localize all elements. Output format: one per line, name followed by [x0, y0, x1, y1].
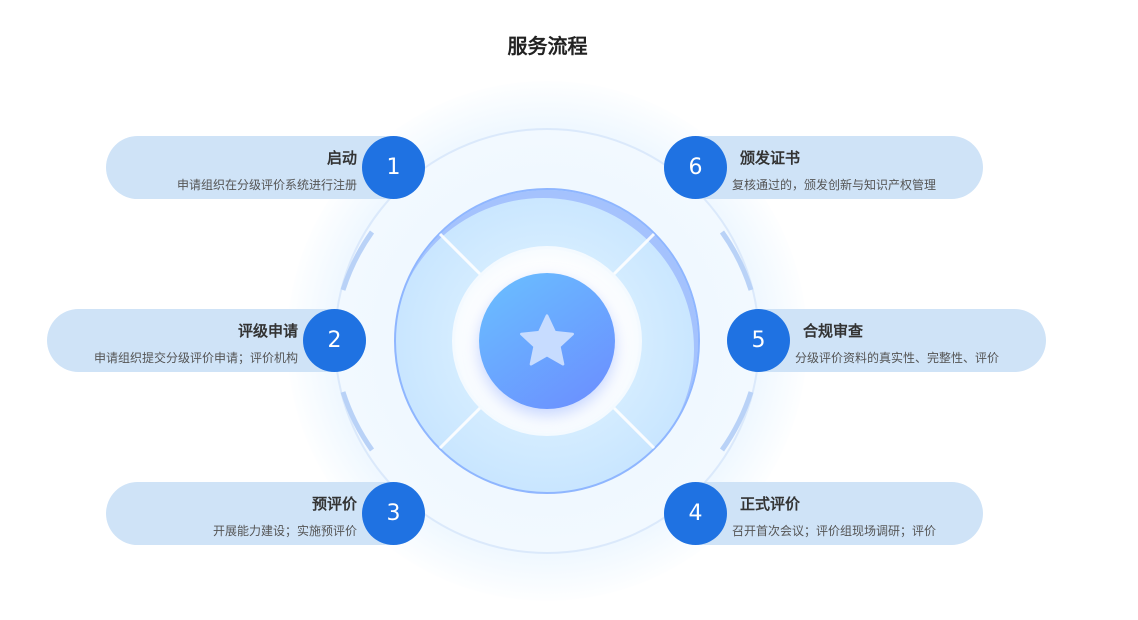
center-badge	[479, 273, 615, 409]
step-name: 启动	[326, 149, 357, 167]
step-name: 合规审查	[803, 322, 864, 340]
arc-segment	[340, 230, 375, 291]
step-3: 预评价 开展能力建设；实施预评价 3	[106, 482, 425, 545]
step-desc: 召开首次会议；评价组现场调研；评价	[732, 524, 937, 538]
step-name: 颁发证书	[740, 149, 801, 167]
step-desc: 申请组织提交分级评价申请；评价机构	[93, 351, 298, 365]
step-desc: 申请组织在分级评价系统进行注册	[176, 178, 357, 192]
step-number-badge: 1	[362, 136, 425, 199]
step-desc: 分级评价资料的真实性、完整性、评价	[795, 351, 1000, 365]
step-number-badge: 6	[664, 136, 727, 199]
step-number-badge: 5	[727, 309, 790, 372]
step-name: 预评价	[311, 495, 357, 513]
star-icon	[520, 314, 574, 366]
step-number-badge: 2	[303, 309, 366, 372]
arc-segment	[719, 391, 754, 452]
step-number-badge: 3	[362, 482, 425, 545]
step-6: 6 颁发证书 复核通过的，颁发创新与知识产权管理	[664, 136, 983, 199]
step-5: 5 合规审查 分级评价资料的真实性、完整性、评价	[727, 309, 1046, 372]
arc-segment	[340, 391, 375, 452]
step-1: 启动 申请组织在分级评价系统进行注册 1	[106, 136, 425, 199]
step-desc: 开展能力建设；实施预评价	[212, 524, 357, 538]
step-4: 4 正式评价 召开首次会议；评价组现场调研；评价	[664, 482, 983, 545]
arc-segment	[719, 230, 754, 291]
step-2: 评级申请 申请组织提交分级评价申请；评价机构 2	[47, 309, 366, 372]
page-title: 服务流程	[507, 34, 588, 58]
step-desc: 复核通过的，颁发创新与知识产权管理	[732, 178, 937, 192]
step-number-badge: 4	[664, 482, 727, 545]
step-name: 正式评价	[740, 495, 801, 513]
step-name: 评级申请	[237, 322, 298, 340]
